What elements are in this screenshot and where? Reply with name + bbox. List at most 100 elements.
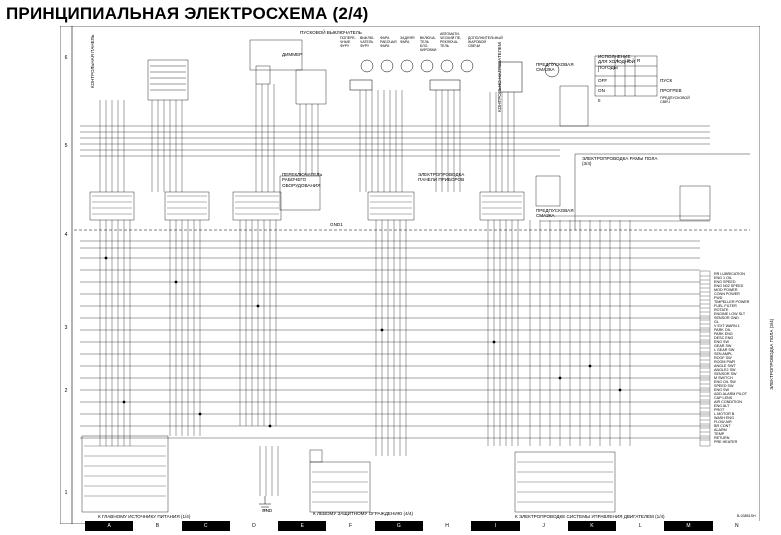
signal-label: PARK OIL: [714, 328, 731, 332]
schematic-diagram: [60, 26, 760, 524]
preheat-label: ПРЕДПУСКОВАЯ СМАЗКА: [536, 62, 574, 73]
control-panel-connector: [147, 59, 189, 101]
main-power-label: К ГЛАВНОМУ ИСТОЧНИКУ ПИТАНИЯ (1/4): [98, 514, 191, 519]
work-equipment-switch-label: ПЕРЕКЛЮЧАТЕЛЬ РАБОЧЕГО ОБОРУДОВАНИЯ: [282, 172, 323, 188]
lamp-label: ФАРА РАБОЧАЯ ФАРА: [380, 36, 397, 48]
signal-label: ENG N02 SPEED: [714, 284, 744, 288]
gnd1-label: GND1: [330, 222, 343, 227]
signal-label: ROTATE: [714, 308, 729, 312]
row-label: 3: [64, 325, 68, 331]
lamp-label: ВЫКЛЮ- ЧАТЕЛЬ ФУРУ: [360, 36, 375, 48]
signal-label: ENG SW: [714, 340, 729, 344]
column-label: F: [326, 521, 375, 531]
signal-label: CONN POWER: [714, 292, 740, 296]
floor-frame-wiring-label: ЭЛЕКТРОПРОВОДКА РАМЫ ПОЛА (3/4): [582, 156, 658, 167]
column-label: I: [471, 521, 520, 531]
signal-label: PRE HEATER: [714, 440, 738, 444]
signal-label: ROOM PWR: [714, 360, 736, 364]
cold-weather-label: ИСПОЛНЕНИЕ ДЛЯ ХОЛОДНОЙ ПОГОДЫ: [598, 54, 635, 70]
doc-code: B-03851SH: [737, 514, 756, 518]
switch-table: [559, 55, 658, 127]
row-ruler: 6 5 4 3 2 1: [60, 0, 72, 535]
switch-table-label: ПРОГРЕВ: [660, 88, 682, 93]
signal-label: L.MOTOR B: [714, 412, 735, 416]
control-panel-label: КОНТРОЛЬНАЯ ПАНЕЛЬ: [90, 34, 95, 88]
switch-table-pos: OFF: [598, 78, 608, 83]
signal-label: ENG OIL SW: [714, 380, 736, 384]
switch-table-header: S: [627, 58, 631, 63]
signal-label: ADD ALARM PILOT: [714, 392, 747, 396]
start-switch-label: ПУСКОВОЙ ВЫКЛЮЧАТЕЛЬ: [300, 30, 362, 35]
row-label: 6: [64, 55, 68, 61]
signal-label: ANGLE2 SW: [714, 368, 736, 372]
signal-label: SEN AMPL: [714, 352, 733, 356]
column-label: A: [85, 521, 134, 531]
signal-label: RR LUBRICATION: [714, 272, 745, 276]
signal-label: CAP LENS: [714, 396, 733, 400]
signal-label: ROOF SW: [714, 356, 732, 360]
signal-label: ANGLE SWT: [714, 364, 736, 368]
lamp-label: ВКЛЮЧА- ТЕЛЬ БЛО- КИРОВКИ: [420, 36, 437, 52]
row-label: 4: [64, 232, 68, 238]
signal-label: FLOW AIR: [714, 420, 732, 424]
signal-label: WASH ENG: [714, 416, 734, 420]
dimmer-label: ДИММЕР: [282, 52, 303, 57]
signal-label: M SWITCH: [714, 376, 733, 380]
signal-label: ALARM: [714, 428, 727, 432]
row-label: 2: [64, 388, 68, 394]
column-label: L: [616, 521, 665, 531]
mid-connectors: [89, 175, 711, 221]
switch-table-pos: ON: [598, 88, 605, 93]
signal-label: AIR CONDITION: [714, 400, 742, 404]
switch-table-label: ПРЕДПУСКОВОЙ СВЕЧ: [660, 96, 690, 104]
lamp-label: ПОПЕРЕ- ЧНЫЕ ФУРУ: [340, 36, 356, 48]
signal-label: ENG SW: [714, 388, 729, 392]
row-label: 1: [64, 490, 68, 496]
signal-label: DESC ENG: [714, 336, 734, 340]
signal-label: FUEL FILTER: [714, 304, 737, 308]
switch-table-pos: II: [598, 98, 601, 103]
signal-label: RETURN: [714, 436, 730, 440]
signal-label: PROT: [714, 408, 725, 412]
signal-label: L GEAR SW: [714, 348, 735, 352]
signal-label: PARK ENG: [714, 332, 733, 336]
signal-label: BR CONT: [714, 424, 731, 428]
signal-label: TEMP: [714, 432, 725, 436]
column-label: M: [664, 521, 713, 531]
indicator-panel-label: КОНТРОЛЬНО-НАГРЕВАТЕЛЕМ: [497, 42, 502, 112]
column-label: E: [278, 521, 327, 531]
lamps-row: [349, 59, 560, 93]
column-label: B: [133, 521, 182, 531]
row-label: 5: [64, 143, 68, 149]
engine-control-label: К ЭЛЕКТРОПРОВОДКЕ СИСТЕМЫ УПРАВЛЕНИЯ ДВИ…: [515, 514, 665, 519]
signal-label: V EXT WARN 1: [714, 324, 740, 328]
signal-label: SPEED SW: [714, 384, 734, 388]
right-signal-list: RR LUBRICATION ENG 1 OIL ENG SPEED ENG N…: [714, 272, 749, 444]
signal-label: ENGINE LOW SLT: [714, 312, 746, 316]
switch-table-header: R: [637, 58, 641, 63]
signal-label: ENG SPEED: [714, 280, 736, 284]
switch-table-pos: I: [598, 68, 600, 73]
page-title: ПРИНЦИПИАЛЬНАЯ ЭЛЕКТРОСХЕМА (2/4): [6, 4, 369, 23]
signal-label: ENG ALT: [714, 404, 730, 408]
signal-label: GL: [714, 320, 719, 324]
left-guard-label: К ЛЕВОМУ ЗАЩИТНОМУ ОГРАЖДЕНИЮ (4/4): [313, 511, 413, 516]
lamp-label: ДОПОЛНИТЕЛЬНЫЙ ЖАРОВОЙ СВЕЧИ: [468, 36, 503, 48]
signal-label: FWD: [714, 296, 723, 300]
bottom-connectors: [81, 435, 616, 513]
floor-wiring-label: ЭЛЕКТРОПРОВОДКА ПОЛА (3/4): [769, 318, 774, 390]
gnd-label: GND: [262, 508, 273, 513]
switch-table-header: L: [617, 58, 620, 63]
preheat-label-2: ПРЕДПУСКОВАЯ СМАЗКА: [536, 208, 574, 219]
column-label: C: [181, 521, 230, 531]
instrument-panel-wiring-label: ЭЛЕКТРОПРОВОДКА ПАНЕЛИ ПРИБОРОВ: [418, 172, 465, 183]
signal-label: SENSOR SW: [714, 372, 737, 376]
signal-label: TIMPELLER POWER: [714, 300, 750, 304]
column-label: K: [567, 521, 617, 531]
column-label: N: [712, 521, 761, 531]
start-switch-connector: [249, 39, 327, 105]
signal-label: SENSOR GND: [714, 316, 739, 320]
lamp-label: АВТОМАТИ- ЧЕСКИЙ ПЕ- РЕКЛЮЧА- ТЕЛЬ: [440, 32, 462, 48]
signal-label: MOD POWER: [714, 288, 738, 292]
column-ruler: A B C D E F G H I J K L M N: [85, 521, 761, 531]
